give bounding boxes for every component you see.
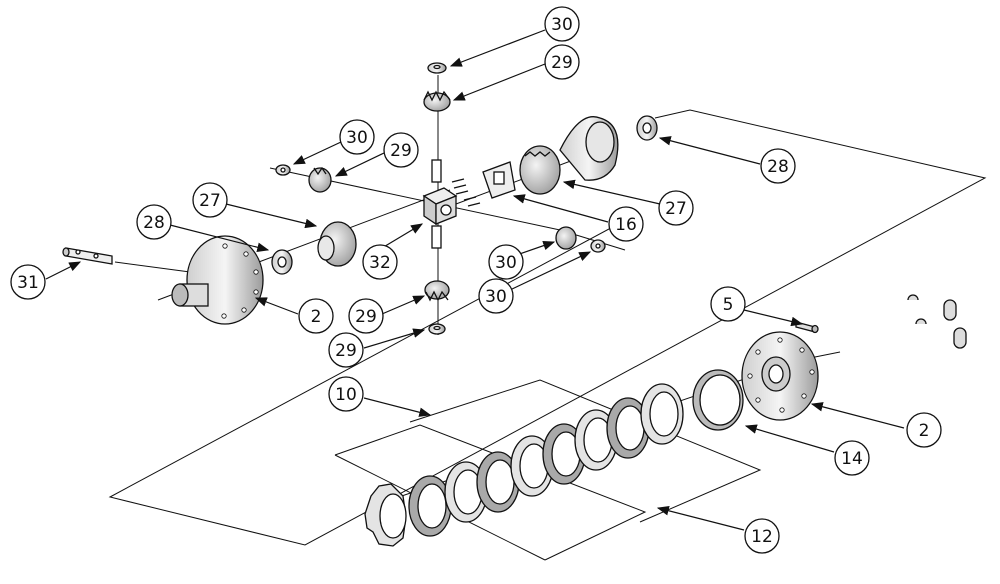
pin-upper bbox=[431, 159, 442, 183]
callout-16: 16 bbox=[608, 206, 644, 242]
callout-bubble bbox=[136, 204, 172, 240]
callout-bubble bbox=[10, 264, 46, 300]
callout-bubble bbox=[744, 518, 780, 554]
callout-bubble bbox=[760, 148, 796, 184]
pinion-gear-bottom bbox=[424, 280, 450, 302]
side-gear-left bbox=[317, 221, 357, 267]
callout-bubble bbox=[298, 298, 334, 334]
washer-bottom bbox=[428, 323, 446, 335]
callout-bubble bbox=[348, 298, 384, 334]
callout-bubble bbox=[906, 412, 942, 448]
clutch-disc-friction bbox=[408, 475, 452, 537]
callout-label: 28 bbox=[143, 213, 165, 233]
callout-30: 30 bbox=[544, 6, 580, 42]
callout-bubble bbox=[544, 44, 580, 80]
callout-bubble bbox=[608, 206, 644, 242]
callout-label: 32 bbox=[369, 253, 391, 273]
callout-label: 29 bbox=[335, 341, 357, 361]
callout-bubble bbox=[658, 190, 694, 226]
callout-bubble bbox=[362, 244, 398, 280]
callout-label: 27 bbox=[665, 199, 687, 219]
callout-30: 30 bbox=[488, 244, 524, 280]
callout-5: 5 bbox=[710, 286, 746, 322]
washer-right bbox=[590, 239, 606, 253]
clutch-disc-tabbed bbox=[364, 483, 407, 547]
case-half-left bbox=[171, 235, 264, 325]
retaining-clips bbox=[907, 294, 967, 349]
callout-bubble bbox=[328, 332, 364, 368]
clutch-disc-friction bbox=[606, 397, 650, 459]
callout-12: 12 bbox=[744, 518, 780, 554]
callout-bubble bbox=[383, 132, 419, 168]
callout-label: 27 bbox=[199, 191, 221, 211]
case-half-right bbox=[559, 116, 619, 181]
cover-plate-right bbox=[741, 331, 819, 421]
callout-label: 2 bbox=[311, 307, 322, 327]
callout-label: 30 bbox=[495, 253, 517, 273]
callout-bubble bbox=[710, 286, 746, 322]
callout-label: 30 bbox=[485, 287, 507, 307]
callout-29: 29 bbox=[383, 132, 419, 168]
callout-30: 30 bbox=[478, 278, 514, 314]
clutch-disc-tabbed bbox=[444, 461, 488, 523]
callout-label: 2 bbox=[919, 421, 930, 441]
callout-28: 28 bbox=[136, 204, 172, 240]
callout-31: 31 bbox=[10, 264, 46, 300]
callout-bubble bbox=[478, 278, 514, 314]
leader-arrows bbox=[45, 29, 905, 531]
pin-lower bbox=[431, 225, 442, 249]
clutch-disc-tabbed bbox=[640, 383, 684, 445]
callout-label: 10 bbox=[335, 385, 357, 405]
washer-top bbox=[427, 62, 447, 74]
thrust-washer-right bbox=[636, 115, 658, 141]
callout-28: 28 bbox=[760, 148, 796, 184]
pinion-gear-right bbox=[555, 226, 577, 250]
callout-label: 28 bbox=[767, 157, 789, 177]
callout-27: 27 bbox=[192, 182, 228, 218]
springs bbox=[451, 178, 481, 207]
callout-14: 14 bbox=[834, 440, 870, 476]
callout-bubble bbox=[328, 376, 364, 412]
callout-label: 16 bbox=[615, 215, 637, 235]
callout-label: 30 bbox=[346, 128, 368, 148]
callout-bubble bbox=[834, 440, 870, 476]
clutch-disc-stack bbox=[364, 383, 684, 547]
callout-label: 29 bbox=[355, 307, 377, 327]
callout-label: 12 bbox=[751, 527, 773, 547]
callout-label: 29 bbox=[390, 141, 412, 161]
pinion-gear-left bbox=[308, 166, 332, 193]
shaft bbox=[62, 247, 113, 265]
callout-bubble bbox=[544, 6, 580, 42]
pinion-gear-top bbox=[423, 90, 451, 112]
callout-label: 14 bbox=[841, 449, 863, 469]
thrust-washer-left bbox=[271, 249, 293, 275]
callout-label: 29 bbox=[551, 53, 573, 73]
callout-30: 30 bbox=[339, 119, 375, 155]
callout-27: 27 bbox=[658, 190, 694, 226]
callout-bubble bbox=[339, 119, 375, 155]
callout-10: 10 bbox=[328, 376, 364, 412]
callout-bubble bbox=[192, 182, 228, 218]
washer-left bbox=[275, 164, 291, 176]
cross-block bbox=[422, 187, 458, 226]
spring-ring bbox=[692, 369, 744, 431]
callout-32: 32 bbox=[362, 244, 398, 280]
callout-label: 5 bbox=[723, 295, 734, 315]
callout-29: 29 bbox=[348, 298, 384, 334]
callout-2: 2 bbox=[906, 412, 942, 448]
callout-2: 2 bbox=[298, 298, 334, 334]
spider-carrier bbox=[482, 161, 516, 199]
callout-29: 29 bbox=[544, 44, 580, 80]
callout-label: 31 bbox=[17, 273, 39, 293]
side-gear-right bbox=[519, 145, 561, 195]
callout-bubble bbox=[488, 244, 524, 280]
callout-29: 29 bbox=[328, 332, 364, 368]
callout-label: 30 bbox=[551, 15, 573, 35]
